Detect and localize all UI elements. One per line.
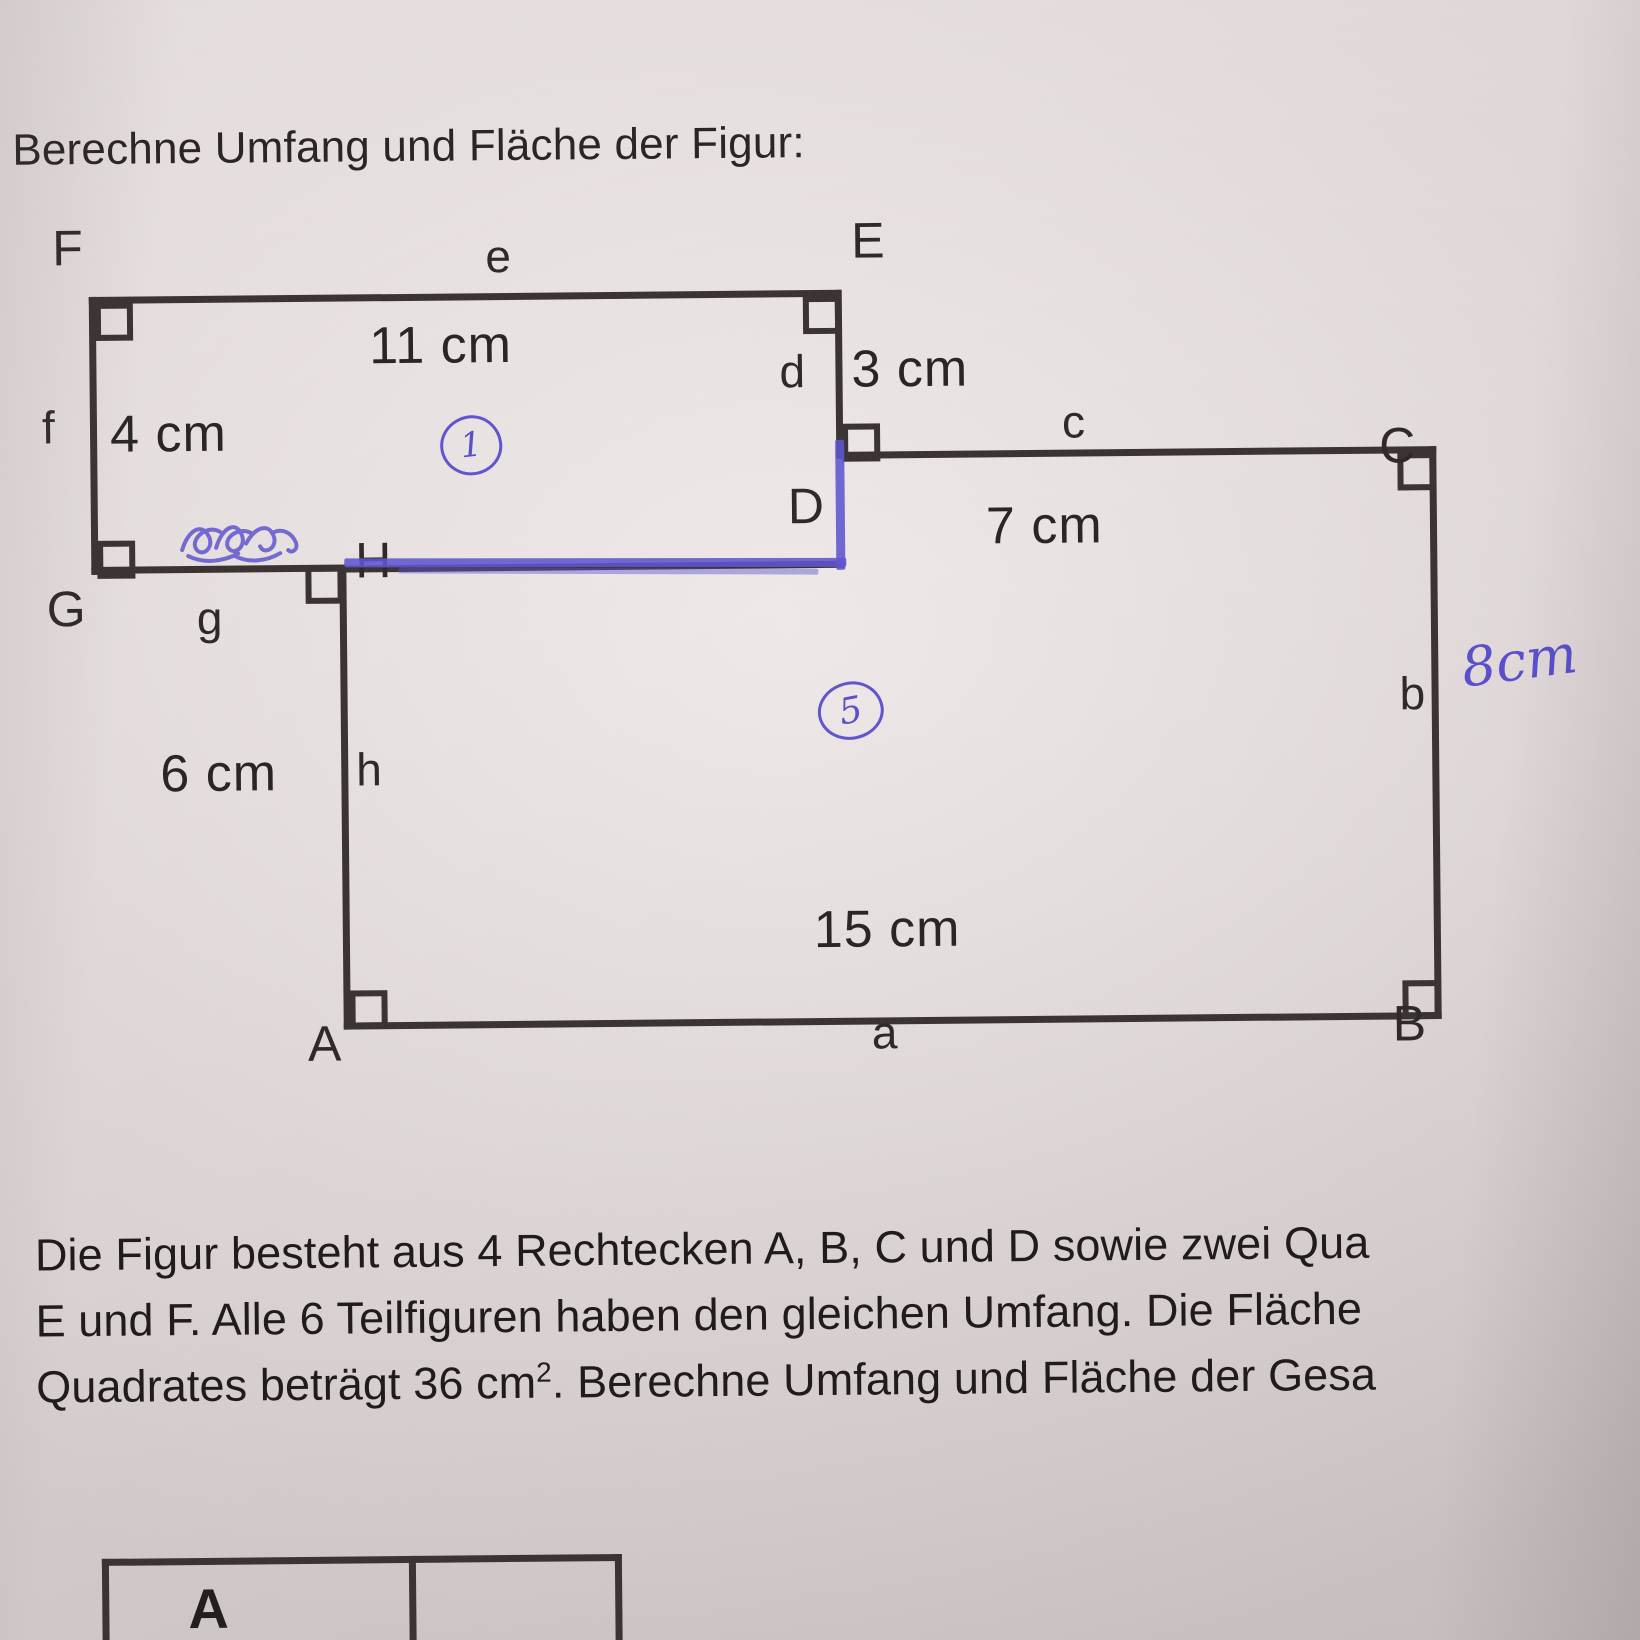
edge-c-DC — [836, 446, 1437, 459]
vertex-label-C: C — [1378, 417, 1416, 474]
task-line-1: Die Figur besteht aus 4 Rechtecken A, B,… — [34, 1216, 1370, 1281]
pen-stroke-horizontal-secondary — [398, 567, 819, 575]
right-angle-mark-A — [349, 990, 388, 1029]
side-label-b: b — [1399, 667, 1426, 720]
vertex-label-A: A — [307, 1015, 342, 1072]
right-angle-mark-H — [305, 565, 344, 604]
edge-h-AH — [339, 567, 351, 1030]
task-line-2: E und F. Alle 6 Teilfiguren haben den gl… — [35, 1282, 1363, 1347]
task-line-3-superscript: 2 — [536, 1356, 552, 1388]
task-line-3-part1: Quadrates beträgt 36 cm — [35, 1356, 537, 1413]
side-label-g: g — [196, 591, 223, 644]
side-label-c: c — [1061, 395, 1086, 448]
side-label-d: d — [779, 345, 806, 398]
edge-e-FE — [88, 289, 841, 304]
pen-stroke-vertical — [835, 439, 846, 570]
pen-mark-two: 5 — [812, 676, 889, 746]
side-label-h: h — [356, 743, 383, 796]
task-line-3: Quadrates beträgt 36 cm2. Berechne Umfan… — [36, 1349, 1376, 1414]
right-angle-mark-G — [97, 540, 136, 579]
task-line-3-part2: . Berechne Umfang und Fläche der Gesa — [551, 1348, 1377, 1408]
table-left-border — [101, 1558, 110, 1640]
measurement-c-7cm: 7 cm — [985, 496, 1103, 556]
right-angle-mark-D — [841, 423, 881, 462]
vertex-label-F: F — [51, 220, 84, 277]
edge-b-CB — [1429, 446, 1442, 1019]
table-column-divider — [408, 1555, 417, 1640]
vertex-label-E: E — [850, 212, 885, 269]
vertex-label-G: G — [46, 581, 86, 638]
side-label-f: f — [41, 401, 56, 454]
vertex-label-B: B — [1392, 995, 1427, 1052]
measurement-a-15cm: 15 cm — [813, 899, 961, 960]
geometry-figure: F E D C B A H G e f d c b a g h 11 cm 4 … — [41, 212, 1581, 1072]
measurement-f-4cm: 4 cm — [109, 404, 228, 464]
table-cell-label-A: A — [188, 1576, 230, 1640]
side-label-e: e — [485, 229, 512, 283]
right-angle-mark-F — [94, 302, 134, 341]
right-angle-mark-E — [802, 295, 842, 335]
pen-scribble — [180, 525, 299, 563]
measurement-h-6cm: 6 cm — [160, 744, 278, 804]
pen-mark-one: 1 — [436, 411, 506, 479]
measurement-e-11cm: 11 cm — [368, 315, 513, 376]
pen-stroke-horizontal — [344, 557, 847, 568]
pen-annotation-8cm: 8cm — [1457, 621, 1581, 700]
side-label-a: a — [871, 1006, 898, 1059]
table-right-border — [614, 1553, 623, 1640]
vertex-label-D: D — [787, 477, 825, 535]
measurement-d-3cm: 3 cm — [851, 339, 969, 399]
table-top-border — [101, 1553, 622, 1566]
